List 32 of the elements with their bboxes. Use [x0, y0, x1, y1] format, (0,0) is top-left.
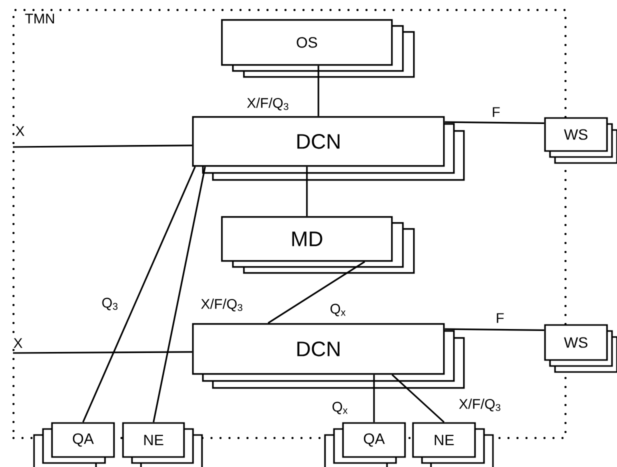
connector-line	[82, 166, 196, 423]
stacked-box: OS	[221, 19, 415, 78]
stacked-box: WS	[544, 117, 617, 164]
connector-line	[268, 261, 366, 324]
boundary-label: TMN	[25, 14, 54, 24]
connector-line	[152, 166, 206, 422]
connector-line	[392, 374, 445, 423]
edge-label: X/F/Q$_{3}$	[458, 398, 502, 412]
stacked-box: DCN	[192, 323, 465, 389]
stacked-box: DCN	[192, 116, 465, 181]
stacked-box: NE	[412, 422, 494, 467]
edge-label: Q$_{x}$	[328, 302, 348, 318]
edge-label: Q$_{x}$	[330, 400, 350, 416]
connector-line	[13, 144, 192, 148]
connector-line	[373, 374, 375, 422]
stacked-box: WS	[544, 324, 617, 373]
edge-label: X	[14, 125, 26, 137]
connector-line	[13, 351, 192, 354]
connector-line	[444, 121, 544, 124]
edge-label: F	[490, 106, 502, 118]
stacked-box: QA	[33, 422, 115, 467]
edge-label: F	[494, 312, 506, 324]
connector-line	[444, 328, 544, 331]
edge-label: Q$_{3}$	[100, 296, 120, 312]
connector-line	[306, 166, 308, 216]
stacked-box: QA	[324, 422, 406, 467]
stacked-box: NE	[122, 422, 203, 467]
edge-label: X/F/Q$_{3}$	[246, 96, 290, 112]
stacked-box: MD	[221, 216, 415, 274]
edge-label: X	[12, 337, 24, 349]
connector-line	[318, 66, 320, 116]
edge-label: X/F/Q$_{3}$	[200, 298, 244, 312]
